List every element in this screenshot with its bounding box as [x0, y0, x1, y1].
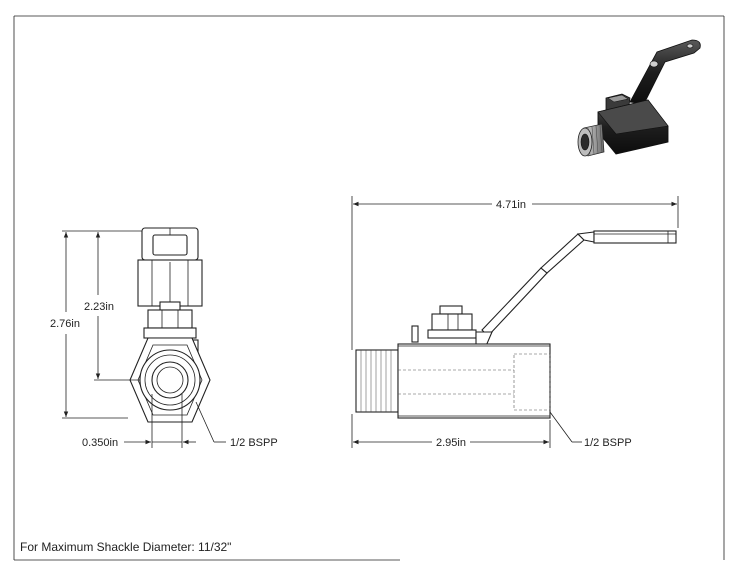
front-height-to-center-dimension: [94, 232, 140, 381]
valve-3d-render: [577, 39, 701, 157]
front-height-to-center-label: 2.23in: [84, 301, 114, 313]
side-thread-leader: [549, 411, 582, 443]
shackle-diameter-note: For Maximum Shackle Diameter: 11/32": [20, 540, 231, 554]
drawing-frame: [13, 15, 725, 561]
front-bore-width-dimension: [124, 394, 196, 448]
front-bore-width-label: 0.350in: [82, 437, 118, 449]
side-view: [355, 230, 677, 419]
front-thread-callout: 1/2 BSPP: [230, 437, 278, 449]
side-body-length-label: 2.95in: [436, 437, 466, 449]
front-overall-height-label: 2.76in: [50, 318, 80, 330]
side-body-length-dimension: [351, 414, 551, 448]
front-thread-leader: [195, 401, 226, 443]
front-overall-height-dimension: [62, 230, 142, 419]
side-overall-length-label: 4.71in: [496, 199, 526, 211]
side-thread-callout: 1/2 BSPP: [584, 437, 632, 449]
side-overall-length-dimension: [351, 196, 679, 350]
front-view: [129, 227, 211, 423]
